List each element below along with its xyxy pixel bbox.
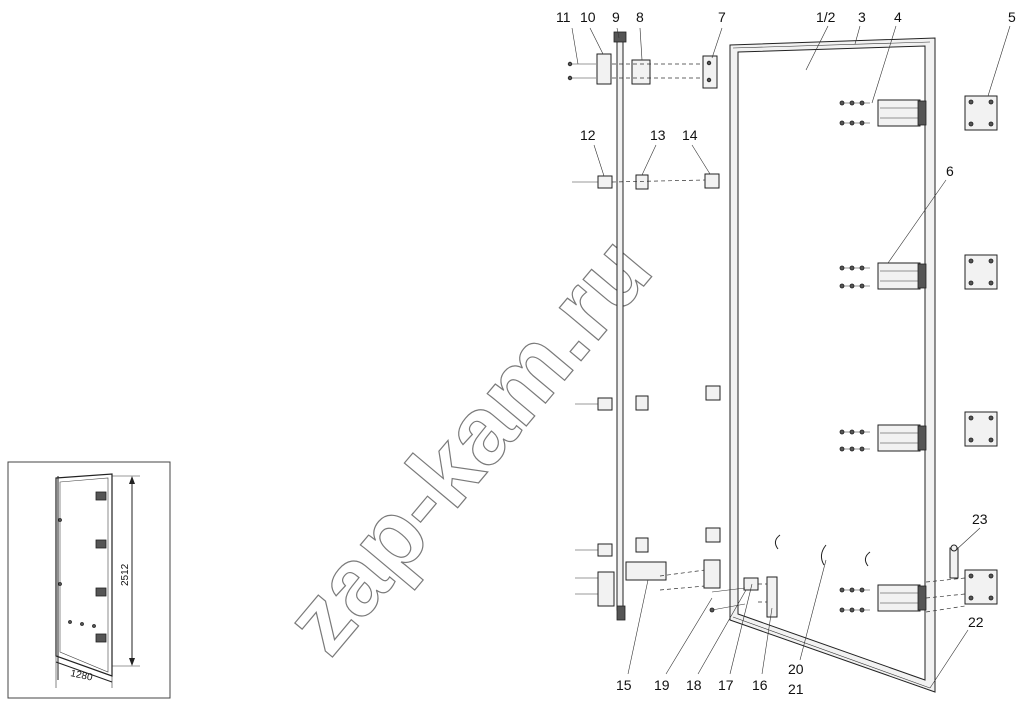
callout-13: 13	[650, 127, 666, 143]
callout-5: 5	[1008, 9, 1016, 25]
callout-3: 3	[858, 9, 866, 25]
callout-20: 20	[788, 661, 804, 677]
door-frame	[729, 37, 936, 693]
callout-22: 22	[968, 614, 984, 630]
callout-9: 9	[612, 9, 620, 25]
hinge-bolts	[839, 100, 870, 613]
callout-1-2: 1/2	[816, 9, 836, 25]
callout-17: 17	[718, 677, 734, 693]
callout-10: 10	[580, 9, 596, 25]
leader-lines	[571, 25, 1011, 689]
handles	[774, 534, 871, 567]
top-lock-assembly	[567, 53, 718, 89]
callout-11: 11	[556, 9, 571, 25]
lower-guide-assembly	[575, 385, 721, 411]
callout-7: 7	[718, 9, 726, 25]
callout-6: 6	[946, 163, 954, 179]
part-23	[949, 544, 959, 579]
callout-23: 23	[972, 511, 988, 527]
callout-18: 18	[686, 677, 702, 693]
callout-21: 21	[788, 681, 804, 697]
callout-12: 12	[580, 127, 596, 143]
bottom-lock-assembly	[575, 527, 721, 607]
callout-16: 16	[752, 677, 768, 693]
callout-14: 14	[682, 127, 698, 143]
inset-width-dimension: 1280	[69, 668, 93, 683]
inset-height-dimension: 2512	[120, 563, 131, 586]
locking-rod	[613, 31, 627, 621]
callout-8: 8	[636, 9, 644, 25]
striker-assembly	[709, 576, 778, 618]
door-hinges	[877, 99, 927, 612]
callout-19: 19	[654, 677, 670, 693]
callout-15: 15	[616, 677, 632, 693]
callout-labels: 11 10 9 8 7 1/2 3 4 5 12 13 14 6 23 22 1…	[556, 9, 1016, 697]
body-plates	[925, 95, 998, 613]
mid-guide-assembly	[572, 173, 720, 190]
inset-overview: 2512 1280	[7, 461, 171, 699]
callout-4: 4	[894, 9, 902, 25]
